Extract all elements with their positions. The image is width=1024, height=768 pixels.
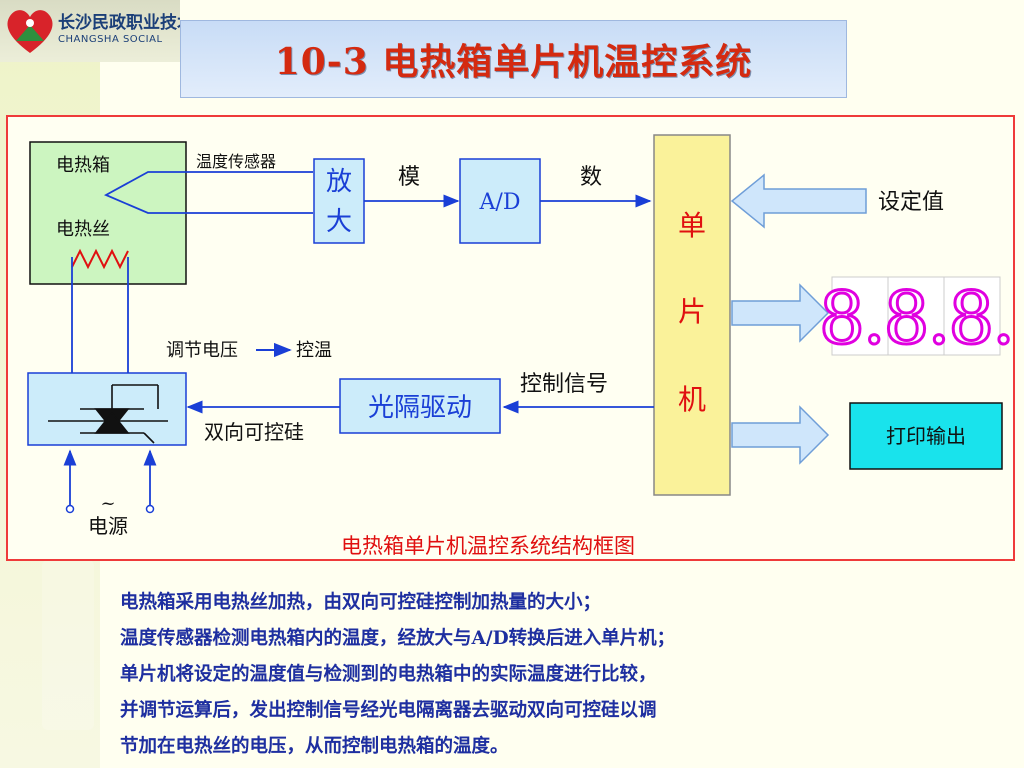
- title-banner: 10-3 电热箱单片机温控系统: [180, 20, 847, 98]
- page-title: 10-3 电热箱单片机温控系统: [274, 41, 753, 83]
- description-line-2: 温度传感器检测电热箱内的温度，经放大与A/D转换后进入单片机；: [120, 628, 676, 649]
- display-cell-3: [943, 276, 1001, 356]
- setpoint-arrow: [730, 173, 867, 229]
- setpoint-label: 设定值: [878, 190, 944, 215]
- temp-sensor-probe: [103, 171, 313, 214]
- print-output-label: 打印输出: [886, 424, 966, 448]
- mcu-box: [653, 134, 731, 496]
- oven-label: 电热箱: [56, 155, 110, 176]
- description-line-1: 电热箱采用电热丝加热，由双向可控硅控制加热量的大小；: [120, 592, 602, 613]
- adjust-voltage-label: 调节电压: [166, 340, 238, 361]
- display-cell-1: [831, 276, 889, 356]
- description-line-4: 并调节运算后，发出控制信号经光电隔离器去驱动双向可控硅以调: [120, 700, 657, 721]
- system-block-diagram: 电热箱 电热丝 温度传感器 放 大 模 A/D 数 单 片 机 设定值: [27, 134, 1017, 558]
- power-terminal-left: [65, 504, 75, 514]
- heating-wire-icon: [71, 248, 129, 270]
- wire-label: 电热丝: [56, 219, 110, 240]
- mcu-label-1: 单: [678, 209, 706, 242]
- print-arrow: [731, 405, 830, 465]
- description-line-3: 单片机将设定的温度值与检测到的电热箱中的实际温度进行比较，: [120, 664, 657, 685]
- school-name-cn: 长沙民政职业技术学院: [58, 13, 180, 33]
- school-name-en: CHANGSHA SOCIAL: [58, 34, 163, 45]
- power-label: 电源: [88, 514, 128, 538]
- adc-box: [459, 158, 541, 244]
- description-line-5: 节加在电热丝的电压，从而控制电热箱的温度。: [120, 736, 509, 757]
- school-logo-bar: 长沙民政职业技术学院 CHANGSHA SOCIAL: [0, 0, 180, 62]
- display-cell-2: [887, 276, 945, 356]
- mcu-label-3: 机: [678, 383, 706, 416]
- analog-label: 模: [398, 165, 420, 190]
- adc-label: A/D: [479, 190, 521, 215]
- display-arrow: [731, 283, 830, 343]
- amplifier-box: [313, 158, 365, 244]
- amplifier-label-bottom: 大: [326, 207, 352, 237]
- print-output-box: [849, 402, 1003, 470]
- diagram-caption: 电热箱单片机温控系统结构框图: [341, 534, 635, 558]
- side-watermark: [42, 560, 94, 730]
- triac-label: 双向可控硅: [204, 420, 304, 444]
- seven-segment-display: 8.8.8.: [817, 275, 1016, 362]
- temp-control-label: 控温: [296, 340, 332, 361]
- power-symbol: ~: [100, 493, 115, 514]
- control-signal-label: 控制信号: [520, 372, 608, 397]
- power-terminal-right: [145, 504, 155, 514]
- triac-symbol-icon: [48, 384, 168, 444]
- diagram-frame: 电热箱 电热丝 温度传感器 放 大 模 A/D 数 单 片 机 设定值: [6, 115, 1017, 561]
- mcu-label-2: 片: [678, 295, 706, 328]
- opto-driver-label: 光隔驱动: [368, 393, 472, 423]
- temp-sensor-label: 温度传感器: [196, 152, 276, 171]
- description-paragraph: 电热箱采用电热丝加热，由双向可控硅控制加热量的大小； 温度传感器检测电热箱内的温…: [120, 585, 1000, 765]
- amplifier-label-top: 放: [326, 167, 352, 197]
- digital-label: 数: [580, 165, 602, 190]
- school-emblem-icon: [7, 10, 53, 53]
- display-digits: 8.8.8.: [819, 276, 1013, 360]
- opto-driver-box: [339, 378, 501, 434]
